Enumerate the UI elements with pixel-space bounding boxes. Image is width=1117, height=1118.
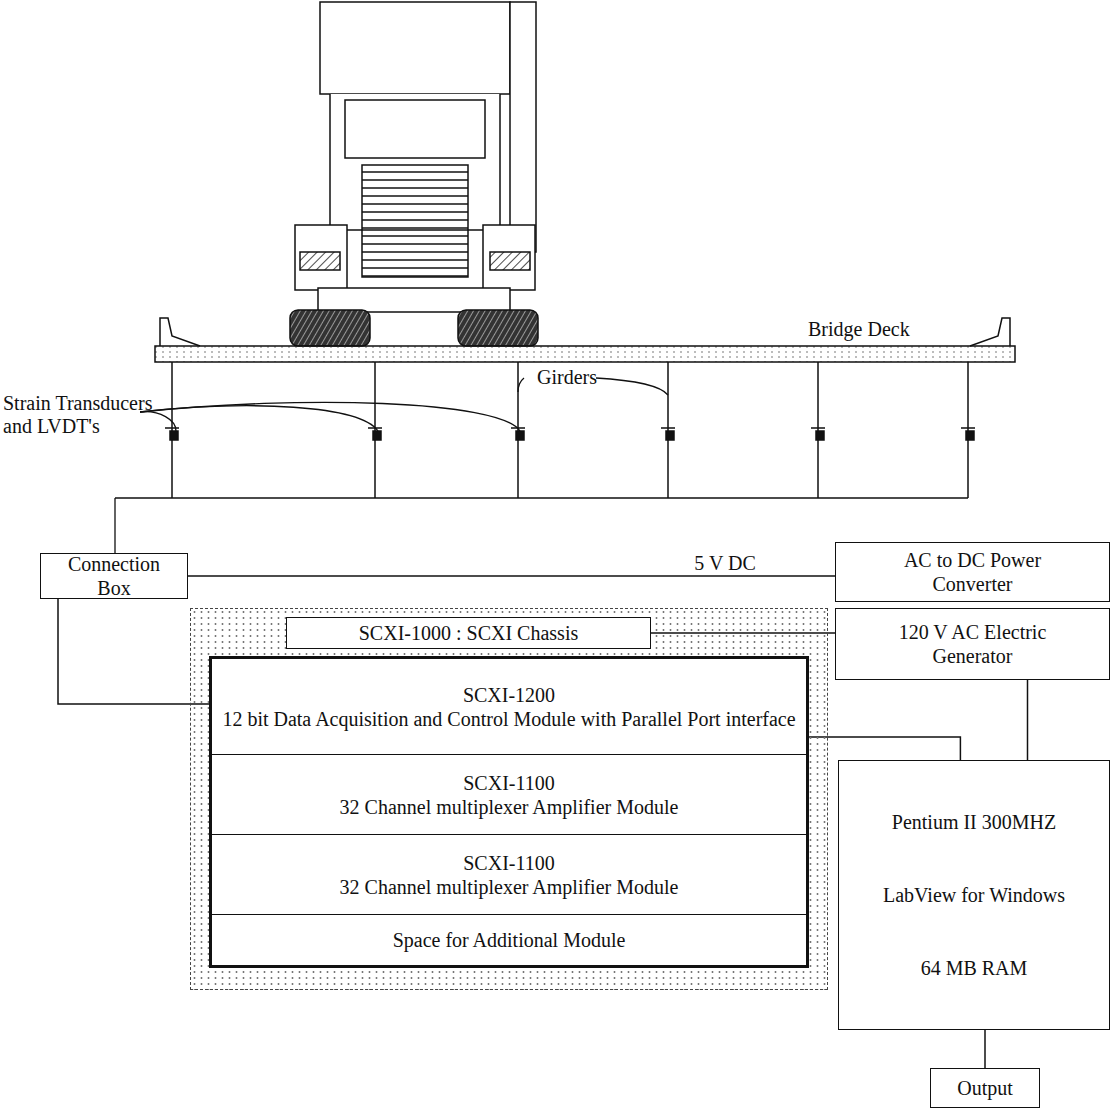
girders bbox=[165, 362, 975, 498]
sensor-label: Strain Transducers and LVDT's bbox=[3, 392, 153, 438]
connector-wire bbox=[806, 737, 960, 760]
connector-wire bbox=[58, 599, 212, 704]
bridge-deck bbox=[155, 318, 1015, 362]
connector-wire bbox=[188, 575, 835, 577]
box-text: 32 Channel multiplexer Amplifier Module bbox=[340, 875, 679, 899]
box-text: Connection Box bbox=[49, 552, 179, 600]
part-label: Bridge Deck bbox=[808, 318, 938, 341]
box-text: 64 MB RAM bbox=[921, 956, 1028, 980]
system-box: Connection Box bbox=[40, 553, 188, 599]
module-box: SCXI-120012 bit Data Acquisition and Con… bbox=[212, 659, 806, 755]
voltage-label: 5 V DC bbox=[694, 552, 756, 575]
box-text: 120 V AC Electric Generator bbox=[878, 620, 1068, 668]
truck bbox=[290, 2, 538, 346]
box-text: Output bbox=[957, 1076, 1013, 1100]
system-box: 120 V AC Electric Generator bbox=[835, 608, 1110, 680]
sensor-wires bbox=[115, 378, 968, 553]
chassis-label: SCXI-1000 : SCXI Chassis bbox=[286, 617, 651, 649]
box-text: 12 bit Data Acquisition and Control Modu… bbox=[222, 707, 795, 731]
part-label: Girders bbox=[527, 366, 607, 389]
box-text: Pentium II 300MHZ bbox=[892, 810, 1056, 834]
box-text: Space for Additional Module bbox=[393, 928, 626, 952]
box-text: SCXI-1100 bbox=[463, 771, 554, 795]
box-text: LabView for Windows bbox=[883, 883, 1065, 907]
module-box: SCXI-110032 Channel multiplexer Amplifie… bbox=[212, 755, 806, 835]
module-box: SCXI-110032 Channel multiplexer Amplifie… bbox=[212, 835, 806, 915]
box-text: AC to DC Power Converter bbox=[885, 548, 1060, 596]
box-text: SCXI-1200 bbox=[463, 683, 555, 707]
system-box: AC to DC Power Converter bbox=[835, 542, 1110, 602]
system-box: Output bbox=[930, 1068, 1040, 1108]
connector-wire bbox=[984, 1030, 986, 1068]
module-box: Space for Additional Module bbox=[212, 915, 806, 965]
system-box: Pentium II 300MHZ LabView for Windows 64 M… bbox=[838, 760, 1110, 1030]
box-text: 32 Channel multiplexer Amplifier Module bbox=[340, 795, 679, 819]
connector-wire bbox=[1027, 680, 1029, 760]
chassis-region: SCXI-1000 : SCXI ChassisSCXI-120012 bit … bbox=[190, 608, 828, 990]
box-text: SCXI-1100 bbox=[463, 851, 554, 875]
